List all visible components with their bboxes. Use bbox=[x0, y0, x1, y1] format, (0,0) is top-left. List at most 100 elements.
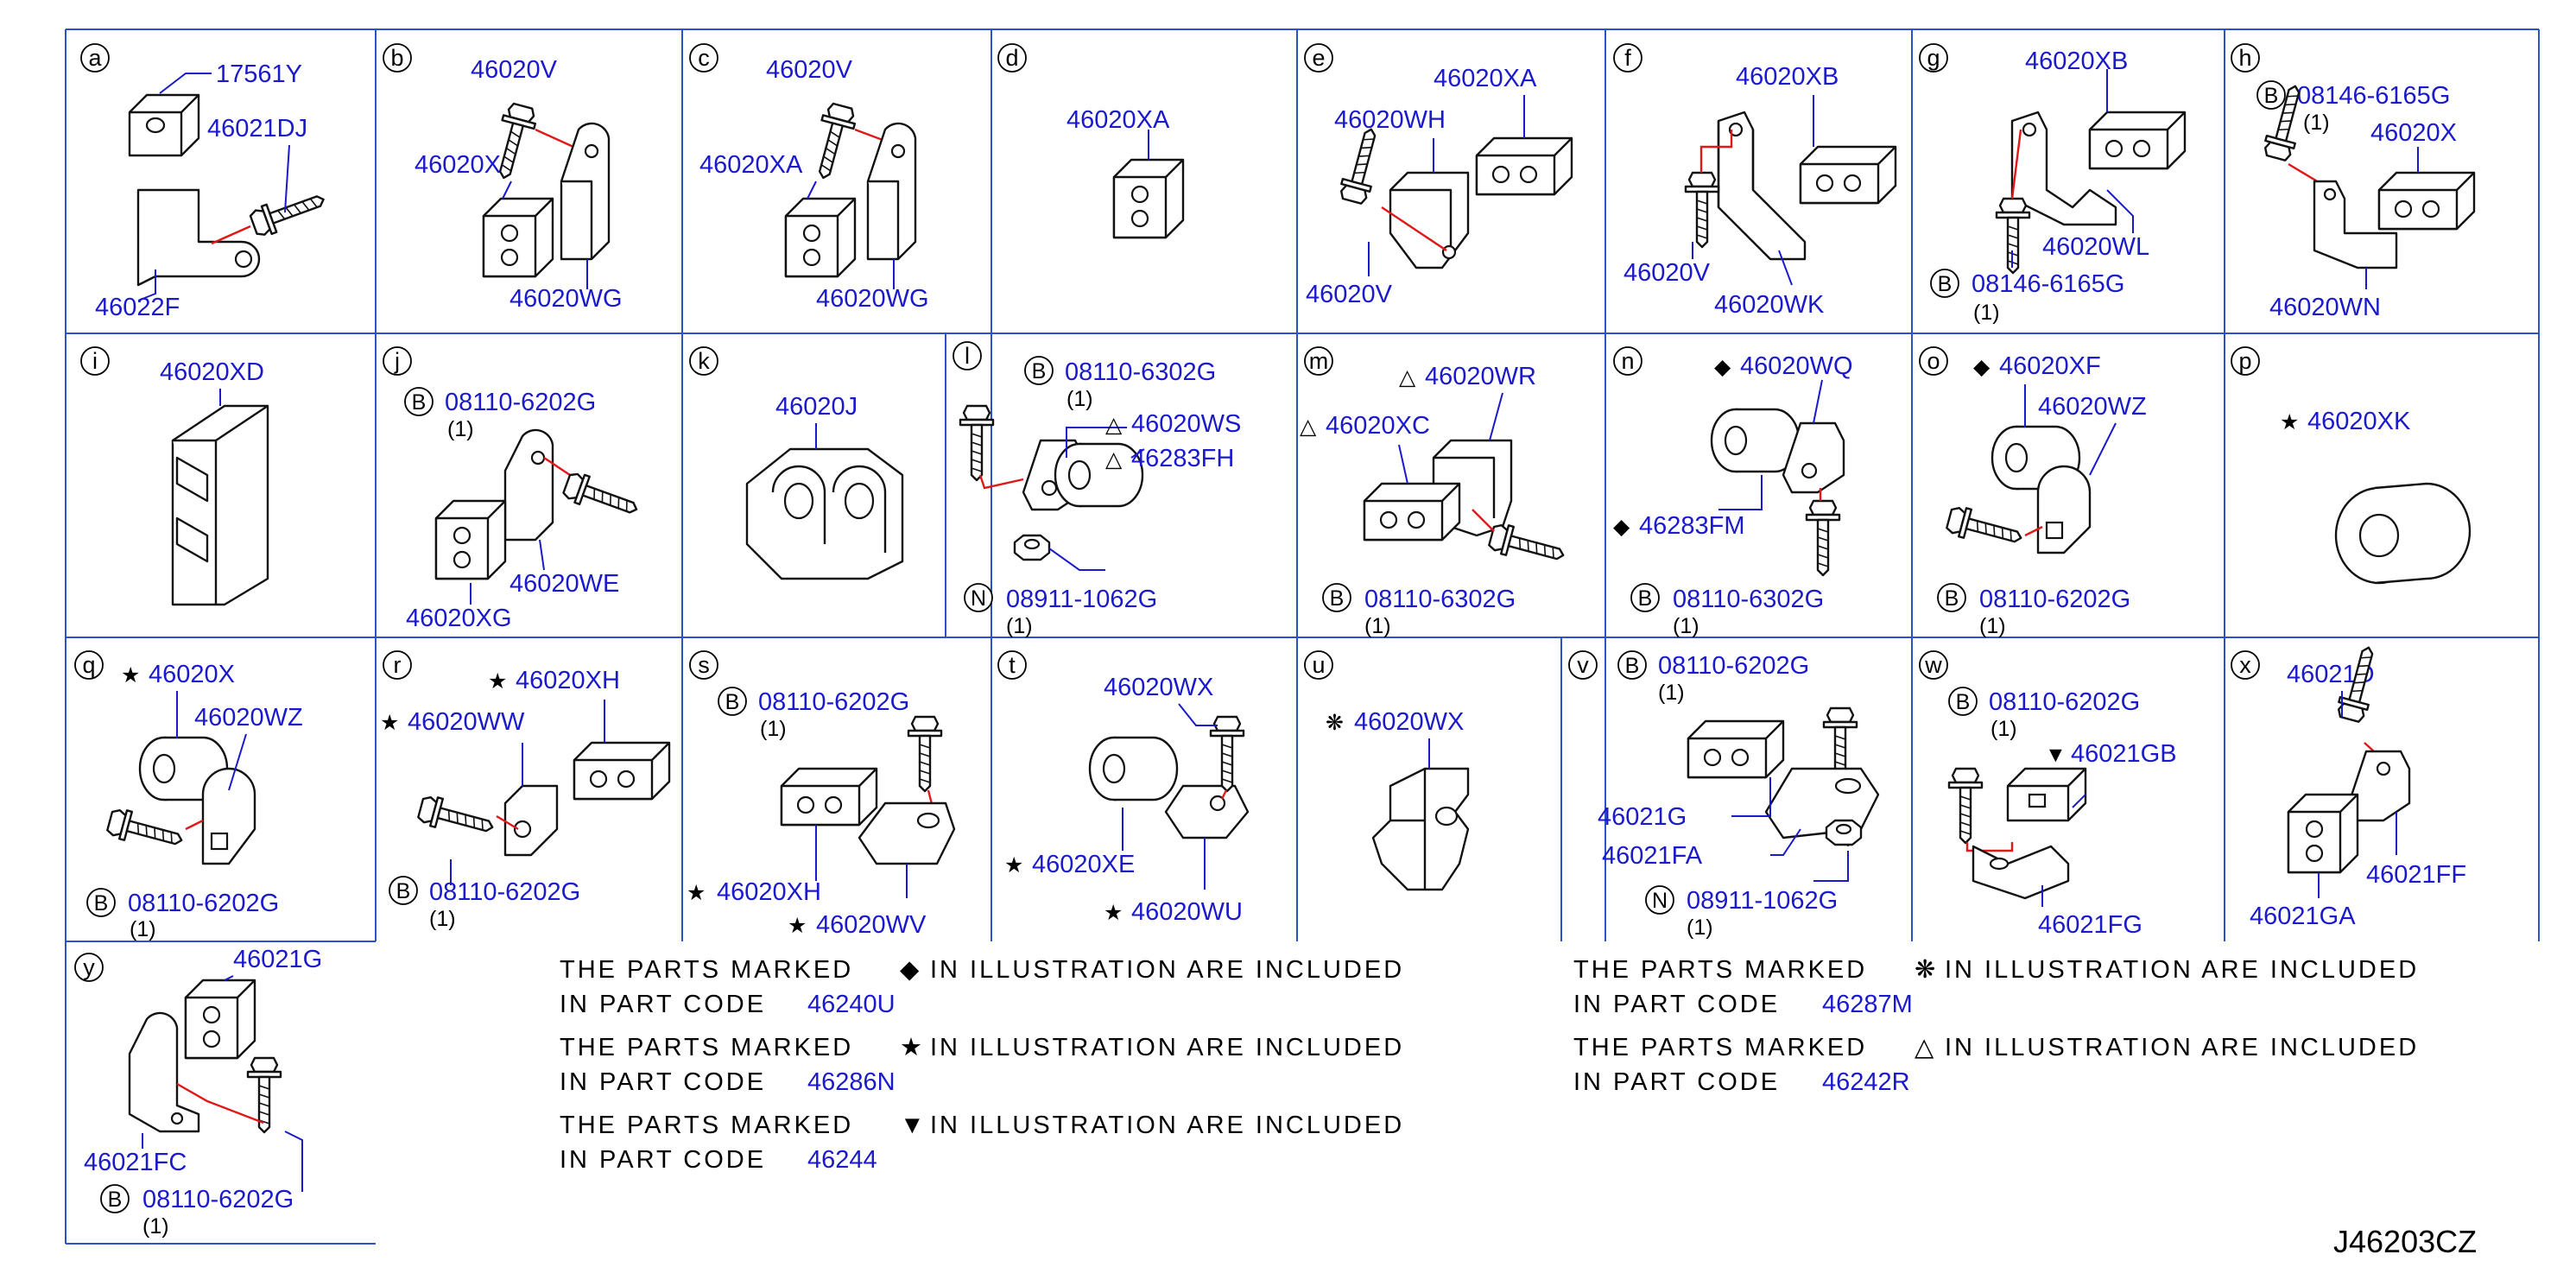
cell-letter: s bbox=[698, 652, 710, 678]
cell-letter: w bbox=[1924, 652, 1942, 678]
quantity: (1) bbox=[1973, 301, 2000, 325]
note-line: THE PARTS MARKED bbox=[1573, 956, 1867, 984]
note-symbol: ★ bbox=[900, 1034, 925, 1061]
note-star: THE PARTS MARKED ★ IN ILLUSTRATION ARE I… bbox=[560, 1034, 1404, 1096]
note-line: THE PARTS MARKED bbox=[560, 956, 853, 984]
svg-text:★: ★ bbox=[121, 663, 140, 687]
part-label: 46020WZ bbox=[194, 704, 303, 732]
part-label: 46020WV bbox=[816, 911, 927, 939]
note-code: 46287M bbox=[1822, 991, 1913, 1018]
part-label: 46020WL bbox=[2042, 233, 2149, 261]
svg-text:★: ★ bbox=[488, 669, 507, 694]
part-label: 46020XF bbox=[1999, 352, 2101, 380]
note-asterisk: THE PARTS MARKED ❋ IN ILLUSTRATION ARE I… bbox=[1573, 956, 2419, 1018]
cell-k: k 46020J bbox=[689, 346, 904, 580]
cell-a: a 17561Y 46021DJ 46022F bbox=[80, 43, 330, 321]
prefix-n: N bbox=[1652, 889, 1668, 913]
part-label: 46020V bbox=[471, 56, 558, 84]
note-line: THE PARTS MARKED bbox=[560, 1034, 853, 1061]
svg-text:△: △ bbox=[1105, 413, 1123, 437]
part-label: 46283FM bbox=[1639, 512, 1745, 540]
cell-g: g 46020XB 46020WL B 08146-6165G (1) bbox=[1919, 43, 2187, 325]
part-label: 08110-6302G bbox=[1673, 586, 1824, 613]
prefix-b: B bbox=[412, 390, 427, 415]
note-line: IN PART CODE bbox=[1573, 991, 1780, 1018]
part-label: 46020WX bbox=[1104, 674, 1213, 701]
prefix-n: N bbox=[971, 586, 986, 611]
cell-n: n ◆ 46020WQ ◆ 46283FM B 08110-6302G (1) bbox=[1613, 346, 1853, 638]
part-label: 08110-6202G bbox=[1979, 586, 2130, 613]
grid-lines bbox=[65, 29, 2540, 1245]
quantity: (1) bbox=[429, 907, 456, 931]
prefix-b: B bbox=[1625, 654, 1640, 678]
part-label: 08110-6202G bbox=[1658, 652, 1809, 680]
note-code: 46244 bbox=[807, 1146, 877, 1174]
part-label: 46020WG bbox=[510, 285, 623, 313]
cell-letter: m bbox=[1309, 348, 1329, 374]
prefix-b: B bbox=[1938, 272, 1953, 296]
quantity: (1) bbox=[130, 917, 156, 941]
part-label: 46283FH bbox=[1131, 445, 1234, 472]
part-label: 46020XC bbox=[1326, 412, 1430, 440]
note-line: IN ILLUSTRATION ARE INCLUDED bbox=[930, 1034, 1404, 1061]
prefix-b: B bbox=[725, 690, 740, 714]
cell-e: e 46020XA 46020WH 46020V bbox=[1304, 43, 1573, 308]
part-label: 46020X bbox=[2370, 119, 2457, 147]
cell-f: f 46020XB 46020V 46020WK bbox=[1613, 43, 1897, 319]
cell-letter: u bbox=[1312, 652, 1325, 678]
part-label: 46021FA bbox=[1602, 842, 1703, 870]
part-label: 46020XB bbox=[2025, 48, 2128, 75]
note-line: IN ILLUSTRATION ARE INCLUDED bbox=[1945, 956, 2419, 984]
part-label: 46021G bbox=[233, 946, 322, 973]
part-label: 46020V bbox=[1306, 281, 1393, 308]
svg-text:◆: ◆ bbox=[1973, 355, 1991, 379]
cell-letter: j bbox=[394, 348, 400, 374]
quantity: (1) bbox=[1979, 614, 2006, 638]
part-label: 46020WQ bbox=[1740, 352, 1853, 380]
cell-letter: h bbox=[2238, 45, 2251, 71]
cell-o: o ◆ 46020XF 46020WZ B 08110-6202G (1) bbox=[1919, 346, 2147, 638]
quantity: (1) bbox=[760, 717, 787, 741]
cell-d: d 46020XA bbox=[997, 43, 1185, 239]
note-symbol: △ bbox=[1915, 1034, 1936, 1061]
part-label: 08110-6202G bbox=[429, 878, 580, 906]
cell-letter: t bbox=[1009, 652, 1016, 678]
part-label: 46021GA bbox=[2250, 903, 2356, 930]
part-label: 46020XA bbox=[699, 151, 803, 179]
part-label: 46022F bbox=[95, 294, 180, 321]
quantity: (1) bbox=[1658, 681, 1685, 705]
part-label: 46020XA bbox=[1434, 65, 1537, 92]
cell-h: h B 08146-6165G (1) 46020X 46020WN bbox=[2231, 43, 2476, 321]
svg-text:▼: ▼ bbox=[2045, 743, 2066, 767]
cell-letter: n bbox=[1621, 348, 1634, 374]
cell-y: y 46021G 46021FC B 08110-6202G (1) bbox=[74, 946, 322, 1238]
quantity: (1) bbox=[1364, 614, 1391, 638]
part-label: 46020XB bbox=[1736, 63, 1839, 91]
prefix-b: B bbox=[108, 1188, 123, 1212]
svg-text:★: ★ bbox=[2280, 410, 2299, 434]
note-symbol: ◆ bbox=[900, 956, 921, 984]
note-triangle-down: THE PARTS MARKED ▼ IN ILLUSTRATION ARE I… bbox=[560, 1112, 1402, 1174]
part-label: 08110-6202G bbox=[128, 890, 279, 917]
part-label: 46020V bbox=[766, 56, 853, 84]
part-label: 08110-6302G bbox=[1065, 358, 1216, 386]
note-line: THE PARTS MARKED bbox=[560, 1112, 853, 1139]
part-label: 46020WN bbox=[2269, 294, 2381, 321]
part-label: 08146-6165G bbox=[2297, 82, 2450, 110]
svg-text:★: ★ bbox=[687, 881, 706, 905]
part-label: 46021FG bbox=[2038, 911, 2142, 939]
cell-letter: e bbox=[1312, 45, 1325, 71]
quantity: (1) bbox=[1687, 915, 1713, 940]
part-label: 46020WK bbox=[1714, 291, 1825, 319]
cell-t: t 46020WX ★ 46020XE ★ 46020WU bbox=[997, 650, 1250, 926]
cell-letter: b bbox=[390, 45, 403, 71]
prefix-b: B bbox=[1638, 586, 1653, 611]
cell-letter: d bbox=[1005, 45, 1018, 71]
quantity: (1) bbox=[1991, 717, 2017, 741]
prefix-b: B bbox=[1032, 359, 1047, 383]
part-label: 46021FC bbox=[84, 1149, 187, 1176]
cell-i: i 46020XD bbox=[80, 346, 269, 606]
quantity: (1) bbox=[1066, 387, 1093, 411]
